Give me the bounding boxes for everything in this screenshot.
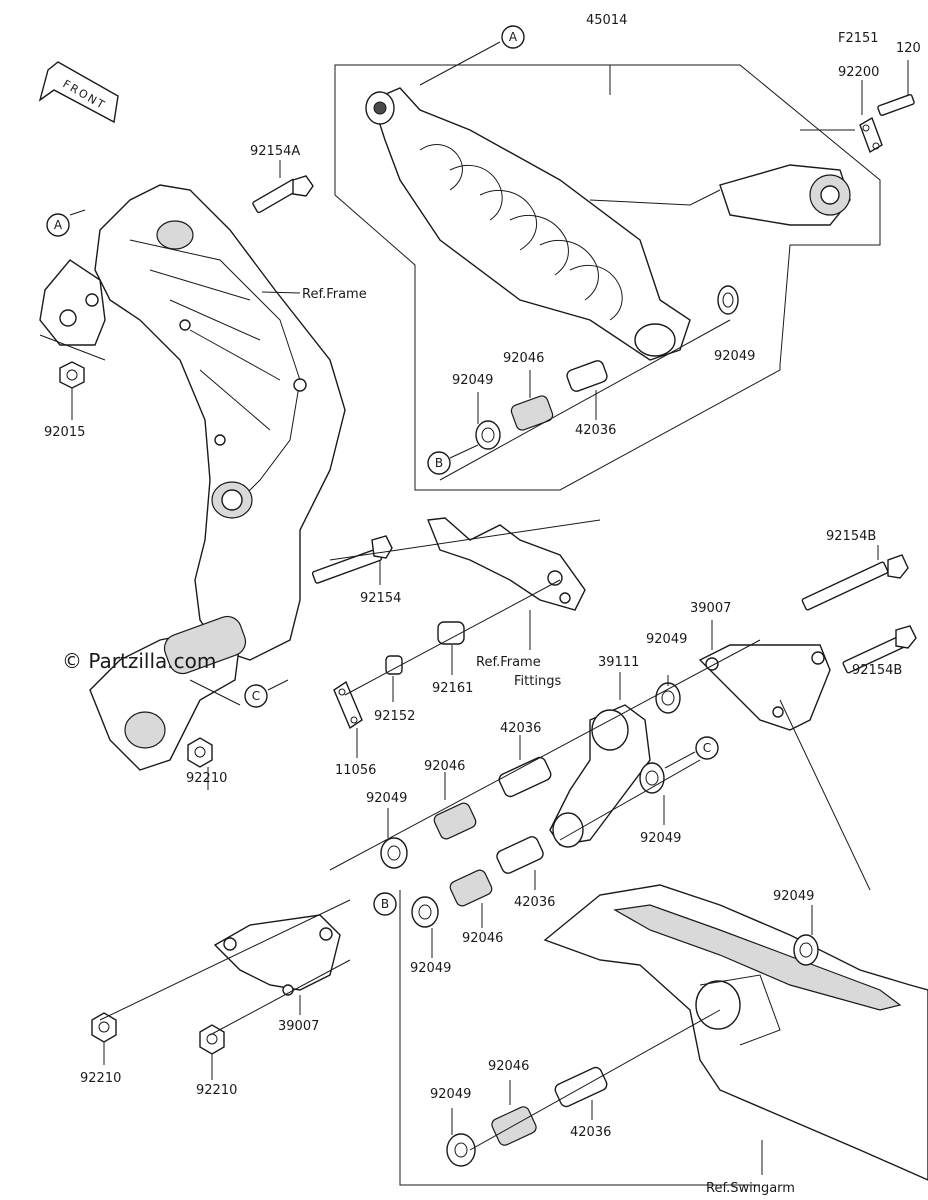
label-39007-low: 39007 — [278, 1019, 319, 1034]
label-42036-top: 42036 — [575, 423, 616, 438]
bearing-92046-low — [449, 869, 493, 928]
plate-11056 — [333, 680, 363, 758]
svg-text:C: C — [703, 741, 711, 755]
svg-text:A: A — [509, 30, 518, 44]
sleeve-42036-top — [566, 360, 608, 392]
washer-92049-mid — [655, 675, 681, 714]
label-ref-frame: Ref.Frame — [302, 287, 367, 302]
watermark: © Partzilla.com — [62, 649, 216, 673]
washer-92049-low — [411, 896, 439, 958]
washer-92049-top-left — [475, 392, 501, 450]
washer-92049-arm — [793, 905, 819, 966]
label-92046-bottom: 92046 — [488, 1059, 529, 1074]
collar-92161 — [437, 621, 465, 675]
label-92049-bottom: 92049 — [430, 1087, 471, 1102]
washer-92049-top-right — [717, 285, 739, 315]
label-39007-top: 39007 — [690, 601, 731, 616]
label-92049-top-right: 92049 — [714, 349, 755, 364]
bolt-92154 — [311, 535, 393, 585]
label-11056: 11056 — [335, 763, 376, 778]
label-92152: 92152 — [374, 709, 415, 724]
label-92161: 92161 — [432, 681, 473, 696]
label-92200: 92200 — [838, 65, 879, 80]
label-39111: 39111 — [598, 655, 639, 670]
frame-fitting-bracket — [427, 517, 586, 650]
label-ref-swingarm: Ref.Swingarm — [706, 1181, 795, 1196]
label-ref-frame-fittings-line1: Ref.Frame — [476, 655, 541, 670]
label-ref-frame-fittings-line2: Fittings — [514, 674, 561, 689]
sleeve-42036-bottom — [554, 1066, 608, 1120]
shock-group-outline — [334, 64, 881, 491]
nut-92210-left — [91, 1012, 117, 1065]
callout-a-left: A — [46, 209, 86, 237]
callout-b-top: B — [427, 444, 479, 475]
label-92046-mid: 92046 — [424, 759, 465, 774]
shock-absorber-45014 — [365, 65, 851, 361]
washer-92200 — [859, 80, 883, 154]
svg-text:B: B — [435, 456, 443, 470]
label-92049-top-left: 92049 — [452, 373, 493, 388]
label-92154b-right: 92154B — [852, 663, 902, 678]
callout-b-mid: B — [373, 892, 397, 916]
label-92015: 92015 — [44, 425, 85, 440]
svg-text:A: A — [54, 218, 63, 232]
label-92049-mid: 92049 — [646, 632, 687, 647]
bearing-92046-top — [510, 370, 554, 431]
assembly-lines — [39, 319, 871, 1186]
label-f2151: F2151 — [838, 31, 879, 46]
callout-c-left: C — [244, 679, 289, 708]
label-120: 120 — [896, 41, 921, 56]
bolt-92154b-top — [801, 545, 909, 611]
nut-92210-center — [199, 1024, 225, 1080]
svg-text:C: C — [252, 689, 260, 703]
plate-39007-right — [698, 620, 831, 731]
washer-92049-c — [639, 762, 665, 825]
bolt-92154a — [252, 160, 314, 214]
label-92049-c: 92049 — [640, 831, 681, 846]
bolt-120 — [877, 60, 915, 116]
tie-rod-39111 — [549, 672, 651, 848]
svg-text:B: B — [381, 897, 389, 911]
bearing-92046-mid — [433, 772, 477, 840]
plate-39007-left — [213, 914, 341, 1015]
collar-92152 — [385, 655, 403, 702]
callout-a-top: A — [419, 25, 525, 86]
washer-92049-left-mid — [380, 808, 408, 869]
swingarm — [543, 884, 928, 1181]
label-92049-arm: 92049 — [773, 889, 814, 904]
bearing-92046-bottom — [491, 1080, 537, 1146]
label-92210-left: 92210 — [80, 1071, 121, 1086]
sleeve-42036-low — [496, 836, 544, 890]
frame-outline — [39, 184, 346, 771]
label-92049-low: 92049 — [410, 961, 451, 976]
label-92154b-top: 92154B — [826, 529, 876, 544]
label-92154: 92154 — [360, 591, 401, 606]
label-42036-low: 42036 — [514, 895, 555, 910]
label-92046-top: 92046 — [503, 351, 544, 366]
label-92210-center: 92210 — [196, 1083, 237, 1098]
callout-c-right: C — [664, 736, 719, 769]
nut-92015 — [59, 361, 85, 420]
front-arrow-icon: FRONT — [38, 61, 119, 124]
label-92049-left-mid: 92049 — [366, 791, 407, 806]
sleeve-42036-mid — [498, 735, 552, 798]
label-92210-upper: 92210 — [186, 771, 227, 786]
label-45014: 45014 — [586, 13, 627, 28]
label-92046-low: 92046 — [462, 931, 503, 946]
nut-92210-upper — [187, 737, 213, 790]
washer-92049-bottom — [446, 1108, 476, 1167]
label-42036-mid: 42036 — [500, 721, 541, 736]
label-42036-bottom: 42036 — [570, 1125, 611, 1140]
label-92154a: 92154A — [250, 144, 300, 159]
bolt-92154b-right — [842, 625, 917, 674]
